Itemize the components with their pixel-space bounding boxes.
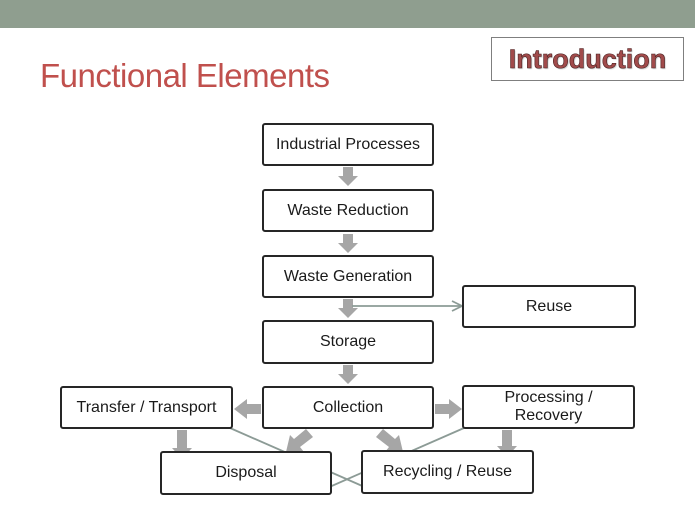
node-industrial-processes: Industrial Processes [262,123,434,166]
node-waste-reduction: Waste Reduction [262,189,434,232]
node-processing-recovery-label: Processing / Recovery [504,389,593,424]
node-reuse: Reuse [462,285,636,328]
node-recycling-reuse: Recycling / Reuse [361,450,534,494]
node-collection-label: Collection [312,398,384,416]
arrow-generation-to-storage [338,299,358,318]
introduction-badge: Introduction [491,37,684,81]
arrow-reduction-to-generation [338,234,358,253]
introduction-badge-label: Introduction [508,43,667,74]
node-waste-generation-label: Waste Generation [283,267,413,285]
node-disposal: Disposal [160,451,332,495]
arrow-collection-to-processing [435,399,462,419]
node-disposal-label: Disposal [215,464,277,481]
node-industrial-processes-label: Industrial Processes [275,135,421,153]
arrow-collection-to-recycling [376,429,403,452]
node-collection: Collection [262,386,434,429]
node-waste-generation: Waste Generation [262,255,434,298]
node-transfer-transport-label: Transfer / Transport [76,398,217,416]
node-transfer-transport: Transfer / Transport [60,386,233,429]
node-recycling-reuse-label: Recycling / Reuse [383,463,512,480]
node-storage: Storage [262,320,434,364]
node-reuse-label: Reuse [525,297,573,315]
arrow-processes-to-reduction [338,167,358,186]
arrow-storage-to-collection [338,365,358,384]
header-bar [0,0,695,28]
node-waste-reduction-label: Waste Reduction [287,201,409,219]
slide-title: Functional Elements [40,57,330,94]
node-processing-recovery: Processing / Recovery [462,385,635,429]
arrow-collection-to-disposal [286,429,313,452]
node-storage-label: Storage [319,333,377,350]
arrow-collection-to-transfer [234,399,261,419]
